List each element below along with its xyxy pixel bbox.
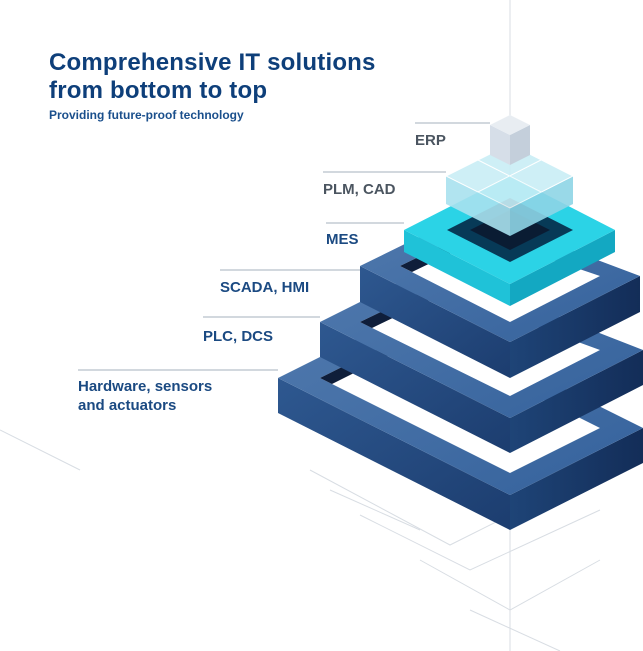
layer-plm-block — [444, 143, 575, 236]
label-plc-dcs: PLC, DCS — [203, 328, 274, 345]
label-scada-hmi: SCADA, HMI — [220, 279, 310, 296]
label-plm-cad: PLM, CAD — [323, 181, 396, 198]
label-leader-lines — [78, 122, 490, 371]
label-hardware: Hardware, sensors and actuators — [78, 377, 212, 415]
label-hardware-line-2: and actuators — [78, 397, 177, 414]
page-title: Comprehensive IT solutions from bottom t… — [49, 49, 376, 105]
title-line-2: from bottom to top — [49, 77, 268, 104]
page-subtitle: Providing future-proof technology — [49, 108, 244, 122]
layer-erp-block — [490, 115, 530, 165]
label-erp: ERP — [415, 132, 446, 149]
label-hardware-line-1: Hardware, sensors — [78, 378, 213, 395]
title-line-1: Comprehensive IT solutions — [49, 49, 376, 76]
label-mes: MES — [326, 231, 359, 248]
